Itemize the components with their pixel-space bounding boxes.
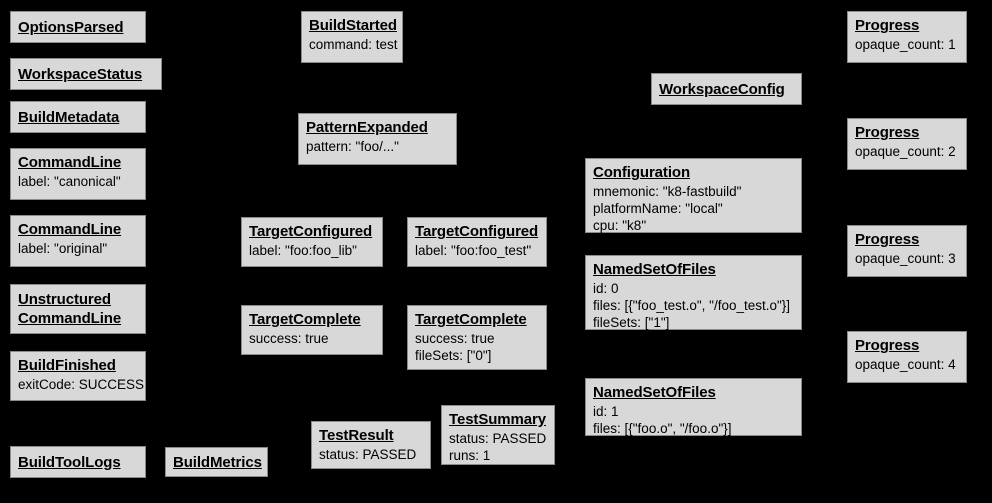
node-build-metadata[interactable]: BuildMetadata — [10, 101, 146, 133]
node-named-set-of-files-1[interactable]: NamedSetOfFiles id: 1 files: [{"foo.o", "/… — [585, 378, 802, 436]
node-title: CommandLine — [18, 154, 122, 171]
node-build-started[interactable]: BuildStarted command: test — [301, 11, 403, 63]
node-fields: status: PASSED — [319, 446, 424, 463]
node-target-complete-foo-lib[interactable]: TargetComplete success: true — [241, 305, 383, 355]
node-title: CommandLine — [18, 221, 122, 238]
node-field: id: 0 — [593, 281, 619, 296]
node-title: BuildMetadata — [18, 108, 120, 126]
node-title: TestSummary — [449, 411, 546, 428]
node-fields: opaque_count: 3 — [855, 250, 960, 267]
node-title: Progress — [855, 231, 920, 248]
node-fields: opaque_count: 1 — [855, 36, 960, 53]
node-unstructured-command-line[interactable]: Unstructured CommandLine — [10, 284, 146, 334]
node-title: WorkspaceConfig — [659, 80, 785, 98]
node-field: files: [{"foo_test.o", "/foo_test.o"}] — [593, 298, 791, 313]
node-title: NamedSetOfFiles — [593, 384, 716, 401]
node-fields: success: true — [249, 330, 376, 347]
node-field: files: [{"foo.o", "/foo.o"}] — [593, 421, 732, 436]
node-title: TargetConfigured — [415, 223, 539, 240]
node-target-configured-foo-lib[interactable]: TargetConfigured label: "foo:foo_lib" — [241, 217, 383, 267]
node-fields: id: 0 files: [{"foo_test.o", "/foo_test.o… — [593, 280, 795, 331]
node-title: BuildStarted — [309, 17, 397, 34]
node-field: opaque_count: 2 — [855, 144, 956, 159]
node-test-summary[interactable]: TestSummary status: PASSED runs: 1 — [441, 405, 555, 465]
node-fields: pattern: "foo/..." — [306, 138, 450, 155]
node-fields: status: PASSED runs: 1 — [449, 430, 548, 464]
node-field: success: true — [249, 331, 329, 346]
node-workspace-status[interactable]: WorkspaceStatus — [10, 58, 162, 90]
node-target-complete-foo-test[interactable]: TargetComplete success: true fileSets: ["0… — [407, 305, 547, 370]
node-field: mnemonic: "k8-fastbuild" — [593, 184, 742, 199]
node-field: status: PASSED — [449, 431, 547, 446]
node-target-configured-foo-test[interactable]: TargetConfigured label: "foo:foo_test" — [407, 217, 547, 267]
node-field: runs: 1 — [449, 448, 491, 463]
node-title: BuildToolLogs — [18, 453, 121, 471]
node-fields: mnemonic: "k8-fastbuild" platformName: "l… — [593, 183, 795, 234]
node-fields: label: "foo:foo_lib" — [249, 242, 376, 259]
node-fields: id: 1 files: [{"foo.o", "/foo.o"}] — [593, 403, 795, 437]
node-title: TargetComplete — [415, 311, 527, 328]
node-fields: label: "canonical" — [18, 173, 139, 190]
node-progress-3[interactable]: Progress opaque_count: 3 — [847, 225, 967, 277]
node-title: TargetComplete — [249, 311, 361, 328]
node-command-line-canonical[interactable]: CommandLine label: "canonical" — [10, 148, 146, 200]
node-title: BuildMetrics — [173, 453, 262, 471]
node-title: TargetConfigured — [249, 223, 373, 240]
node-configuration[interactable]: Configuration mnemonic: "k8-fastbuild" pla… — [585, 158, 802, 233]
node-fields: label: "foo:foo_test" — [415, 242, 540, 259]
node-field: pattern: "foo/..." — [306, 139, 399, 154]
node-fields: success: true fileSets: ["0"] — [415, 330, 540, 364]
node-progress-4[interactable]: Progress opaque_count: 4 — [847, 331, 967, 383]
node-title: Configuration — [593, 164, 691, 181]
node-field: success: true — [415, 331, 495, 346]
node-command-line-original[interactable]: CommandLine label: "original" — [10, 215, 146, 267]
node-field: command: test — [309, 37, 398, 52]
node-field: label: "canonical" — [18, 174, 121, 189]
node-build-metrics[interactable]: BuildMetrics — [165, 447, 268, 477]
node-pattern-expanded[interactable]: PatternExpanded pattern: "foo/..." — [298, 113, 457, 165]
node-title: Progress — [855, 337, 920, 354]
node-title: Unstructured CommandLine — [18, 291, 122, 327]
node-field: id: 1 — [593, 404, 619, 419]
node-fields: command: test — [309, 36, 398, 53]
node-field: exitCode: SUCCESS — [18, 377, 145, 392]
node-title: PatternExpanded — [306, 119, 428, 136]
node-build-finished[interactable]: BuildFinished exitCode: SUCCESS — [10, 351, 146, 401]
node-fields: label: "original" — [18, 240, 139, 257]
node-fields: exitCode: SUCCESS — [18, 376, 145, 393]
node-title: Progress — [855, 124, 920, 141]
node-progress-1[interactable]: Progress opaque_count: 1 — [847, 11, 967, 63]
node-field: fileSets: ["1"] — [593, 315, 670, 330]
node-field: cpu: "k8" — [593, 218, 647, 233]
node-field: platformName: "local" — [593, 201, 723, 216]
node-title: TestResult — [319, 427, 394, 444]
node-field: opaque_count: 4 — [855, 357, 956, 372]
node-options-parsed[interactable]: OptionsParsed — [10, 11, 146, 43]
node-title: OptionsParsed — [18, 18, 124, 36]
node-field: label: "original" — [18, 241, 108, 256]
node-field: label: "foo:foo_test" — [415, 243, 532, 258]
node-title: Progress — [855, 17, 920, 34]
node-title: WorkspaceStatus — [18, 65, 143, 83]
node-named-set-of-files-0[interactable]: NamedSetOfFiles id: 0 files: [{"foo_test.o… — [585, 255, 802, 330]
node-title: BuildFinished — [18, 357, 116, 374]
node-test-result[interactable]: TestResult status: PASSED — [311, 421, 431, 469]
node-field: opaque_count: 1 — [855, 37, 956, 52]
node-field: opaque_count: 3 — [855, 251, 956, 266]
node-progress-2[interactable]: Progress opaque_count: 2 — [847, 118, 967, 170]
node-workspace-config[interactable]: WorkspaceConfig — [651, 73, 802, 105]
node-fields: opaque_count: 4 — [855, 356, 960, 373]
node-build-tool-logs[interactable]: BuildToolLogs — [10, 446, 146, 478]
node-title: NamedSetOfFiles — [593, 261, 716, 278]
node-fields: opaque_count: 2 — [855, 143, 960, 160]
node-field: status: PASSED — [319, 447, 417, 462]
node-field: fileSets: ["0"] — [415, 348, 492, 363]
node-field: label: "foo:foo_lib" — [249, 243, 357, 258]
